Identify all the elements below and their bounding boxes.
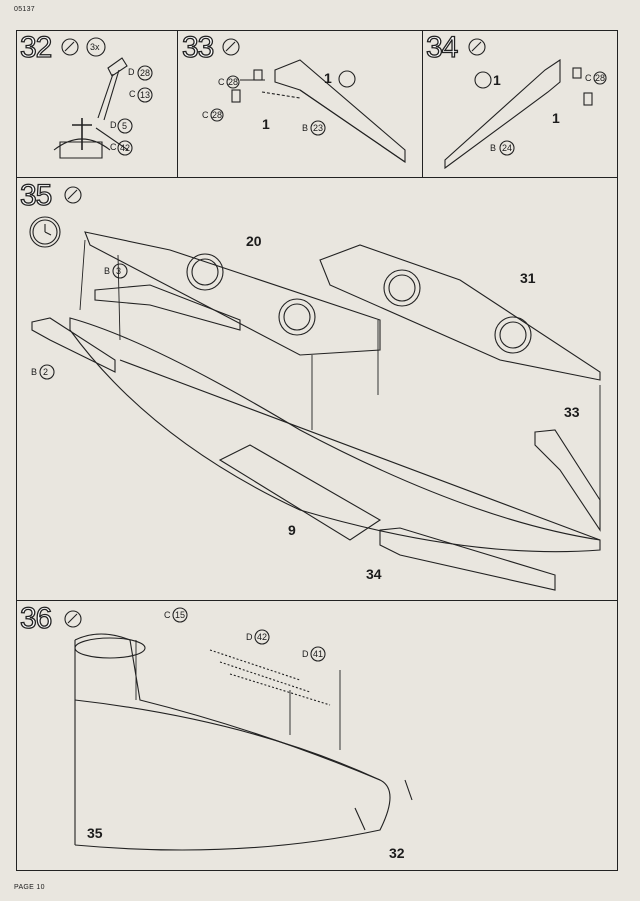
part-letter: D (246, 632, 253, 642)
part-number: 28 (228, 77, 239, 87)
part-number: 28 (595, 73, 606, 83)
step-36-number: 36 (19, 602, 53, 635)
part-letter: D (302, 649, 309, 659)
step-34-number: 34 (425, 31, 459, 64)
part-letter: C (218, 77, 225, 87)
callout-31: 31 (520, 270, 536, 286)
step-32-panel (16, 30, 178, 178)
callout-34: 34 (366, 566, 382, 582)
part-letter: C (202, 110, 209, 120)
part-letter: D (128, 67, 135, 77)
glue-icon (64, 610, 82, 628)
quantity-badge (86, 37, 106, 57)
part-number: 42 (120, 143, 131, 153)
callout-35: 35 (87, 825, 103, 841)
quantity-label: 3x (90, 42, 100, 52)
part-letter: C (585, 73, 592, 83)
part-number: 5 (122, 121, 128, 131)
catalog-code: 05137 (14, 6, 35, 13)
glue-icon (468, 38, 486, 56)
part-number: 2 (43, 367, 49, 377)
part-number: 28 (212, 110, 223, 120)
callout-1: 1 (552, 110, 560, 126)
part-letter: C (164, 610, 171, 620)
part-letter: B (31, 367, 38, 377)
part-letter: C (110, 142, 117, 152)
part-number: 42 (257, 632, 268, 642)
part-number: 23 (313, 123, 324, 133)
callout-1: 1 (262, 116, 270, 132)
instruction-frame (16, 30, 618, 601)
step-33-number: 33 (181, 31, 215, 64)
glue-icon (61, 38, 79, 56)
part-number: 13 (140, 90, 151, 100)
part-number: 3 (116, 266, 122, 276)
callout-20: 20 (246, 233, 262, 249)
callout-32: 32 (389, 845, 405, 861)
step-32-number: 32 (19, 31, 53, 64)
part-letter: D (110, 120, 117, 130)
part-letter: C (129, 89, 136, 99)
part-number: 28 (140, 68, 151, 78)
callout-1: 1 (493, 72, 501, 88)
page-number: PAGE 10 (14, 884, 45, 891)
step-36-panel (16, 601, 618, 871)
glue-icon (222, 38, 240, 56)
part-letter: B (104, 266, 111, 276)
callout-1: 1 (324, 70, 332, 86)
part-number: 41 (313, 649, 324, 659)
part-letter: B (302, 123, 309, 133)
glue-icon (64, 186, 82, 204)
step-33-panel (178, 30, 423, 178)
step-34-panel (423, 30, 618, 178)
callout-33: 33 (564, 404, 580, 420)
step-35-number: 35 (19, 179, 53, 212)
part-number: 24 (502, 143, 513, 153)
part-letter: B (490, 143, 497, 153)
part-number: 15 (175, 610, 186, 620)
callout-9: 9 (288, 522, 296, 538)
